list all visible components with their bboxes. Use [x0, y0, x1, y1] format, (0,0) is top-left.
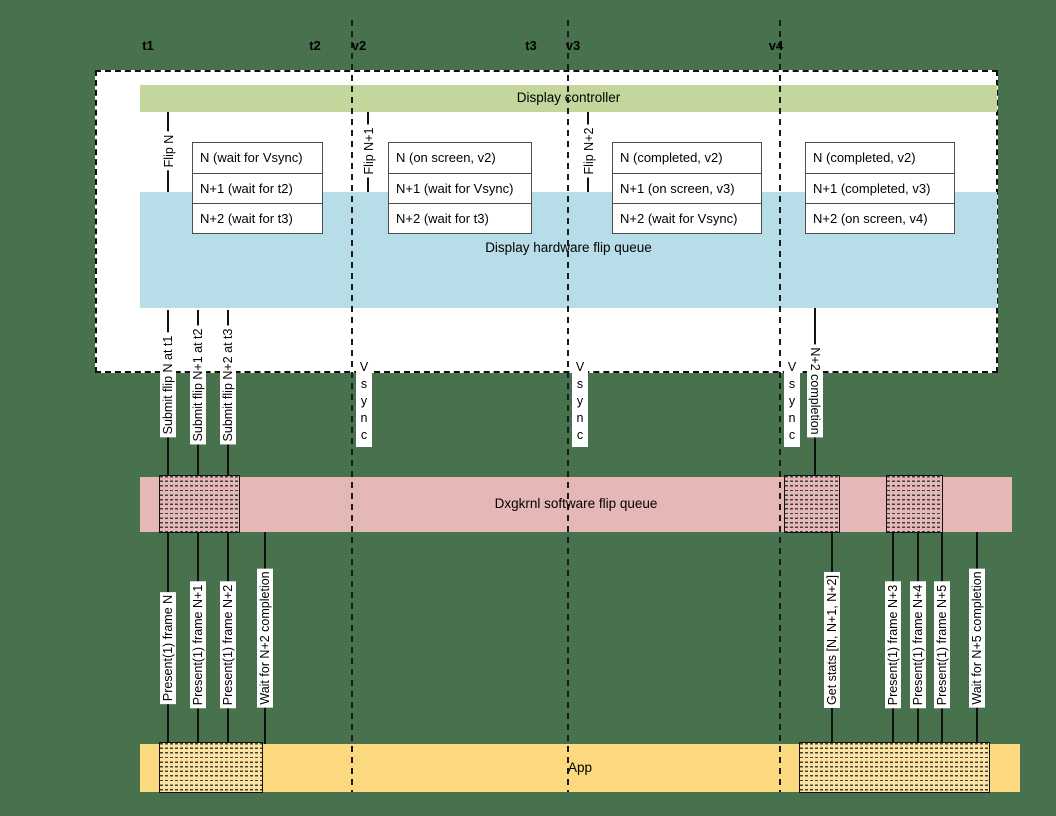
queue-entry: N (completed, v2): [813, 150, 916, 165]
submit-flip-n-label: Submit flip N at t1: [160, 332, 176, 438]
vsync-label-v2: Vsync: [356, 358, 372, 447]
software-flip-queue-label: Dxgkrnl software flip queue: [494, 496, 658, 511]
present-n2-label: Present(1) frame N+2: [220, 581, 236, 709]
submit-flip-n1-label: Submit flip N+1 at t2: [190, 325, 206, 445]
queue-entry: N+2 (wait for t3): [389, 203, 531, 233]
time-label-t2: t2: [309, 38, 321, 53]
software-queue-activity-block-2: [784, 475, 840, 533]
wait-n2-label: Wait for N+2 completion: [257, 568, 273, 708]
flip-n-label: Flip N: [161, 131, 177, 171]
time-label-v4: v4: [768, 38, 784, 53]
queue-entry: N+1 (on screen, v3): [613, 173, 761, 203]
queue-entry: N+2 (on screen, v4): [806, 203, 954, 233]
queue-state-box-1: N (wait for Vsync) N+1 (wait for t2) N+2…: [192, 142, 323, 234]
time-label-t3: t3: [525, 38, 537, 53]
vsync-label-v3: Vsync: [572, 358, 588, 447]
queue-state-box-3: N (completed, v2) N+1 (on screen, v3) N+…: [612, 142, 762, 234]
get-stats-label: Get stats [N, N+1, N+2]: [824, 572, 840, 708]
queue-entry: N+1 (completed, v3): [806, 173, 954, 203]
queue-entry: N+1 (wait for Vsync): [389, 173, 531, 203]
present-n5-label: Present(1) frame N+5: [934, 581, 950, 709]
present-n1-label: Present(1) frame N+1: [190, 581, 206, 709]
present-n3-label: Present(1) frame N+3: [885, 581, 901, 709]
present-n4-label: Present(1) frame N+4: [910, 581, 926, 709]
vsync-label-v4: Vsync: [784, 358, 800, 447]
queue-entry: N (completed, v2): [620, 150, 723, 165]
software-queue-activity-block-1: [159, 475, 240, 533]
queue-state-box-2: N (on screen, v2) N+1 (wait for Vsync) N…: [388, 142, 532, 234]
flip-n2-label: Flip N+2: [581, 124, 597, 178]
queue-entry: N+1 (wait for t2): [193, 173, 322, 203]
time-label-v2: v2: [351, 38, 367, 53]
flip-n1-label: Flip N+1: [361, 124, 377, 178]
queue-entry: N (on screen, v2): [396, 150, 496, 165]
queue-state-box-4: N (completed, v2) N+1 (completed, v3) N+…: [805, 142, 955, 234]
vsync-line-v4: [779, 20, 781, 792]
n2-completion-label: N+2 completion: [807, 344, 823, 438]
software-queue-activity-block-3: [886, 475, 943, 533]
time-label-v3: v3: [565, 38, 581, 53]
wait-n5-label: Wait for N+5 completion: [969, 568, 985, 708]
submit-flip-n2-label: Submit flip N+2 at t3: [220, 325, 236, 445]
vsync-line-v2: [351, 20, 353, 792]
app-activity-block-2: [799, 742, 990, 793]
queue-entry: N+2 (wait for t3): [193, 203, 322, 233]
app-activity-block-1: [159, 742, 263, 793]
queue-entry: N+2 (wait for Vsync): [613, 203, 761, 233]
vsync-line-v3: [567, 20, 569, 792]
software-flip-queue-bar: Dxgkrnl software flip queue: [140, 477, 1012, 532]
queue-entry: N (wait for Vsync): [200, 150, 303, 165]
present-n-label: Present(1) frame N: [160, 591, 176, 705]
app-label: App: [567, 760, 593, 775]
time-label-t1: t1: [142, 38, 154, 53]
